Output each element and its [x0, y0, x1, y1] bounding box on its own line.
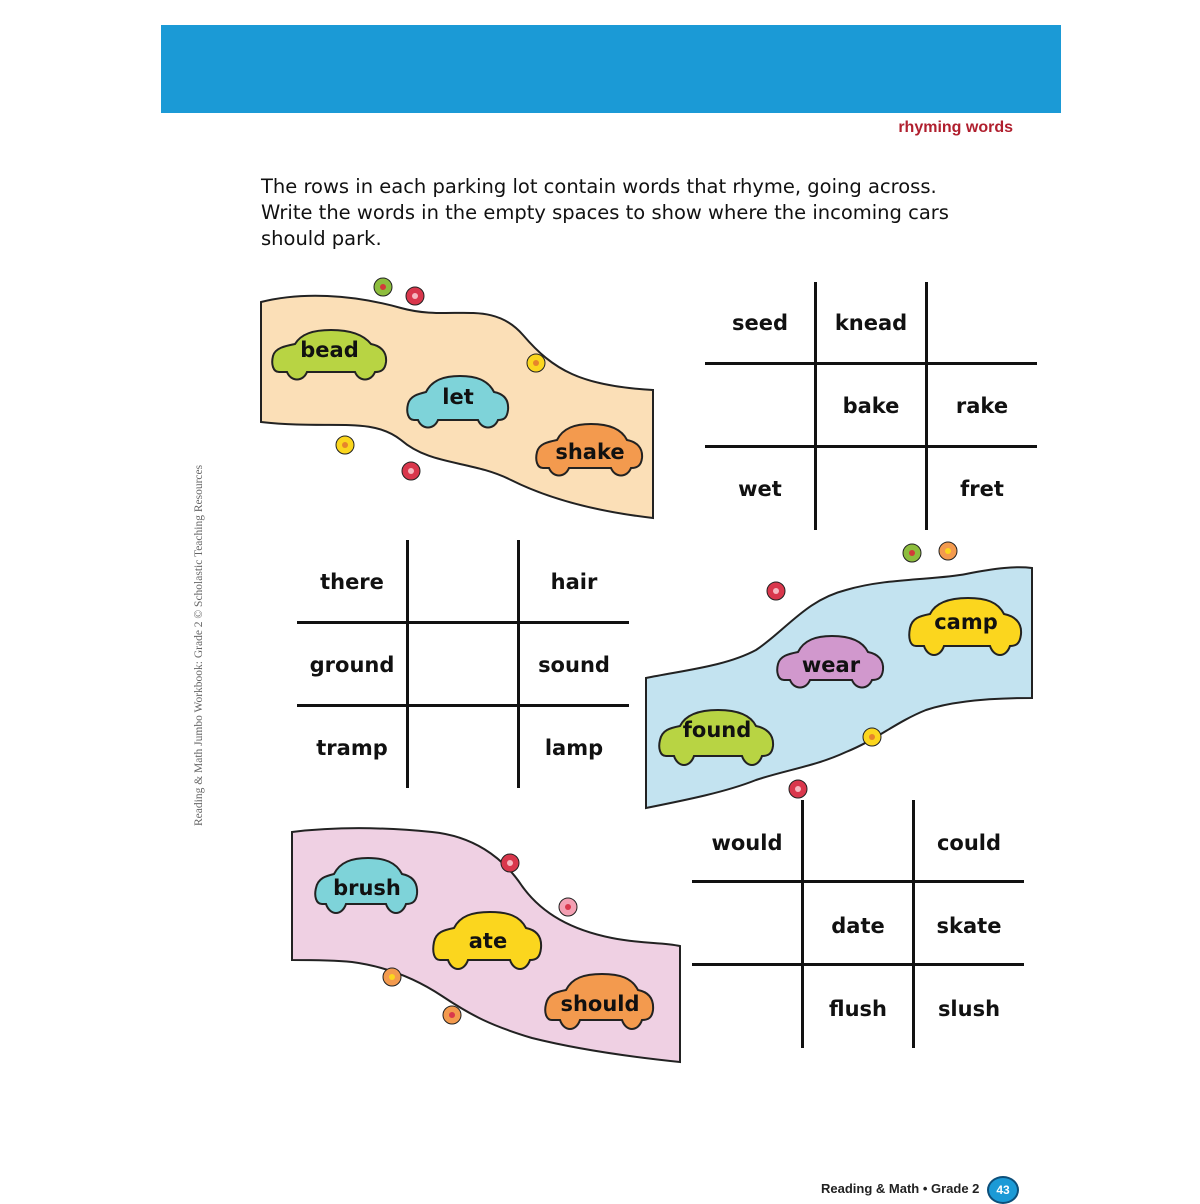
grid-cell[interactable]: could	[936, 830, 1002, 855]
parking-grid-3: would could date skate flush slush	[692, 800, 1024, 1048]
topic-label: rhyming words	[898, 119, 1013, 136]
grid-line	[517, 540, 520, 788]
instructions-line-2: Write the words in the empty spaces to s…	[261, 201, 949, 224]
grid-cell[interactable]: wet	[738, 477, 782, 501]
parking-lot-peach: bead let shake	[260, 277, 654, 520]
parking-lot-blue: camp wear found	[645, 541, 1033, 810]
parking-grid-1: seed knead bake rake wet fret	[705, 282, 1037, 530]
grid-cell[interactable]	[705, 365, 815, 447]
grid-cell[interactable]	[927, 282, 1037, 364]
grid-cell[interactable]	[408, 707, 518, 788]
car-found[interactable]: found	[658, 708, 776, 770]
car-camp[interactable]: camp	[908, 596, 1024, 660]
grid-cell[interactable]	[803, 800, 913, 885]
car-label: found	[682, 718, 752, 742]
grid-line	[692, 963, 1024, 966]
grid-cell[interactable]: slush	[937, 996, 1001, 1021]
grid-cell[interactable]: ground	[309, 653, 395, 677]
grid-cell[interactable]: fret	[960, 477, 1004, 501]
car-wear[interactable]: wear	[776, 634, 886, 694]
grid-cell[interactable]: flush	[829, 996, 887, 1021]
grid-cell[interactable]: sound	[538, 653, 610, 677]
car-icon	[544, 972, 655, 1030]
grid-line	[801, 800, 804, 1048]
grid-cell[interactable]: tramp	[316, 735, 388, 760]
car-icon	[776, 634, 885, 689]
grid-cell[interactable]: skate	[936, 913, 1002, 938]
car-ate[interactable]: ate	[432, 910, 544, 974]
grid-cell[interactable]: bake	[842, 394, 900, 418]
car-icon	[314, 856, 419, 914]
side-credit: Reading & Math Jumbo Workbook: Grade 2 ©…	[193, 464, 205, 826]
parking-grid-2: there hair ground sound tramp lamp	[297, 540, 629, 788]
grid-cell[interactable]	[408, 540, 518, 623]
grid-cell[interactable]	[692, 883, 802, 968]
grid-cell[interactable]	[408, 624, 518, 706]
grid-line	[705, 445, 1037, 448]
grid-cell[interactable]: seed	[731, 311, 789, 335]
grid-line	[925, 282, 928, 530]
car-icon	[658, 708, 775, 766]
grid-line	[912, 800, 915, 1048]
instructions-line-1: The rows in each parking lot contain wor…	[261, 175, 937, 198]
car-label: should	[560, 992, 640, 1016]
grid-cell[interactable]: there	[320, 569, 384, 594]
car-label: let	[442, 385, 474, 409]
car-icon	[406, 374, 510, 429]
header-band	[161, 25, 1061, 113]
grid-cell[interactable]: knead	[834, 311, 908, 335]
car-bead[interactable]: bead	[271, 328, 388, 384]
car-label: wear	[801, 653, 861, 677]
grid-line	[297, 621, 629, 624]
car-should[interactable]: should	[544, 972, 656, 1034]
grid-cell[interactable]: date	[831, 913, 885, 938]
footer-text: Reading & Math • Grade 2	[821, 1181, 980, 1196]
grid-line	[705, 362, 1037, 365]
grid-cell[interactable]: hair	[550, 569, 598, 594]
grid-line	[692, 880, 1024, 883]
car-let[interactable]: let	[406, 374, 510, 434]
grid-line	[814, 282, 817, 530]
car-label: ate	[468, 929, 508, 953]
car-label: camp	[934, 610, 998, 634]
car-brush[interactable]: brush	[314, 856, 420, 918]
grid-cell[interactable]: rake	[955, 394, 1009, 418]
car-icon	[908, 596, 1023, 656]
grid-cell[interactable]: would	[711, 830, 783, 855]
grid-line	[406, 540, 409, 788]
car-icon	[271, 328, 388, 381]
instructions: The rows in each parking lot contain wor…	[261, 174, 1021, 252]
grid-cell[interactable]	[692, 966, 802, 1051]
car-label: brush	[333, 876, 401, 900]
instructions-line-3: should park.	[261, 227, 382, 250]
parking-lot-pink: brush ate should	[291, 826, 681, 1064]
car-label: shake	[555, 440, 625, 464]
grid-line	[297, 704, 629, 707]
grid-cell[interactable]: lamp	[544, 735, 604, 760]
grid-cell[interactable]	[816, 448, 926, 530]
car-icon	[432, 910, 543, 970]
car-shake[interactable]: shake	[535, 422, 645, 480]
car-label: bead	[300, 338, 359, 362]
car-icon	[535, 422, 644, 477]
